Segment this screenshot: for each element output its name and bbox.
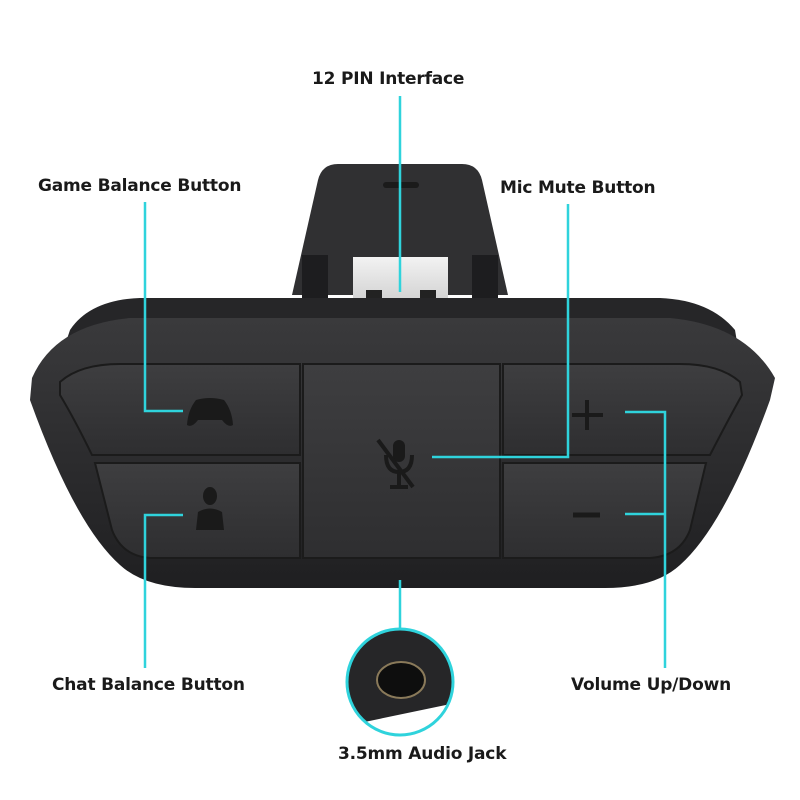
- audio-jack-inset: [345, 627, 455, 737]
- plus-icon: [572, 400, 603, 430]
- volume-label: Volume Up/Down: [571, 675, 731, 695]
- volume-down-button[interactable]: [502, 462, 708, 559]
- pin-interface-label: 12 PIN Interface: [312, 69, 465, 89]
- chat-balance-button[interactable]: [93, 462, 301, 559]
- audio-jack-label: 3.5mm Audio Jack: [338, 744, 507, 764]
- mic-mute-label: Mic Mute Button: [500, 178, 656, 198]
- game-balance-label: Game Balance Button: [38, 176, 242, 196]
- callout-lines: [143, 96, 667, 668]
- controller-plus-icon: [187, 398, 233, 426]
- person-plus-icon: [196, 487, 224, 530]
- mic-muted-icon: [376, 438, 415, 489]
- game-balance-button[interactable]: [59, 363, 301, 456]
- chat-balance-label: Chat Balance Button: [52, 675, 245, 695]
- volume-up-button[interactable]: [502, 363, 744, 456]
